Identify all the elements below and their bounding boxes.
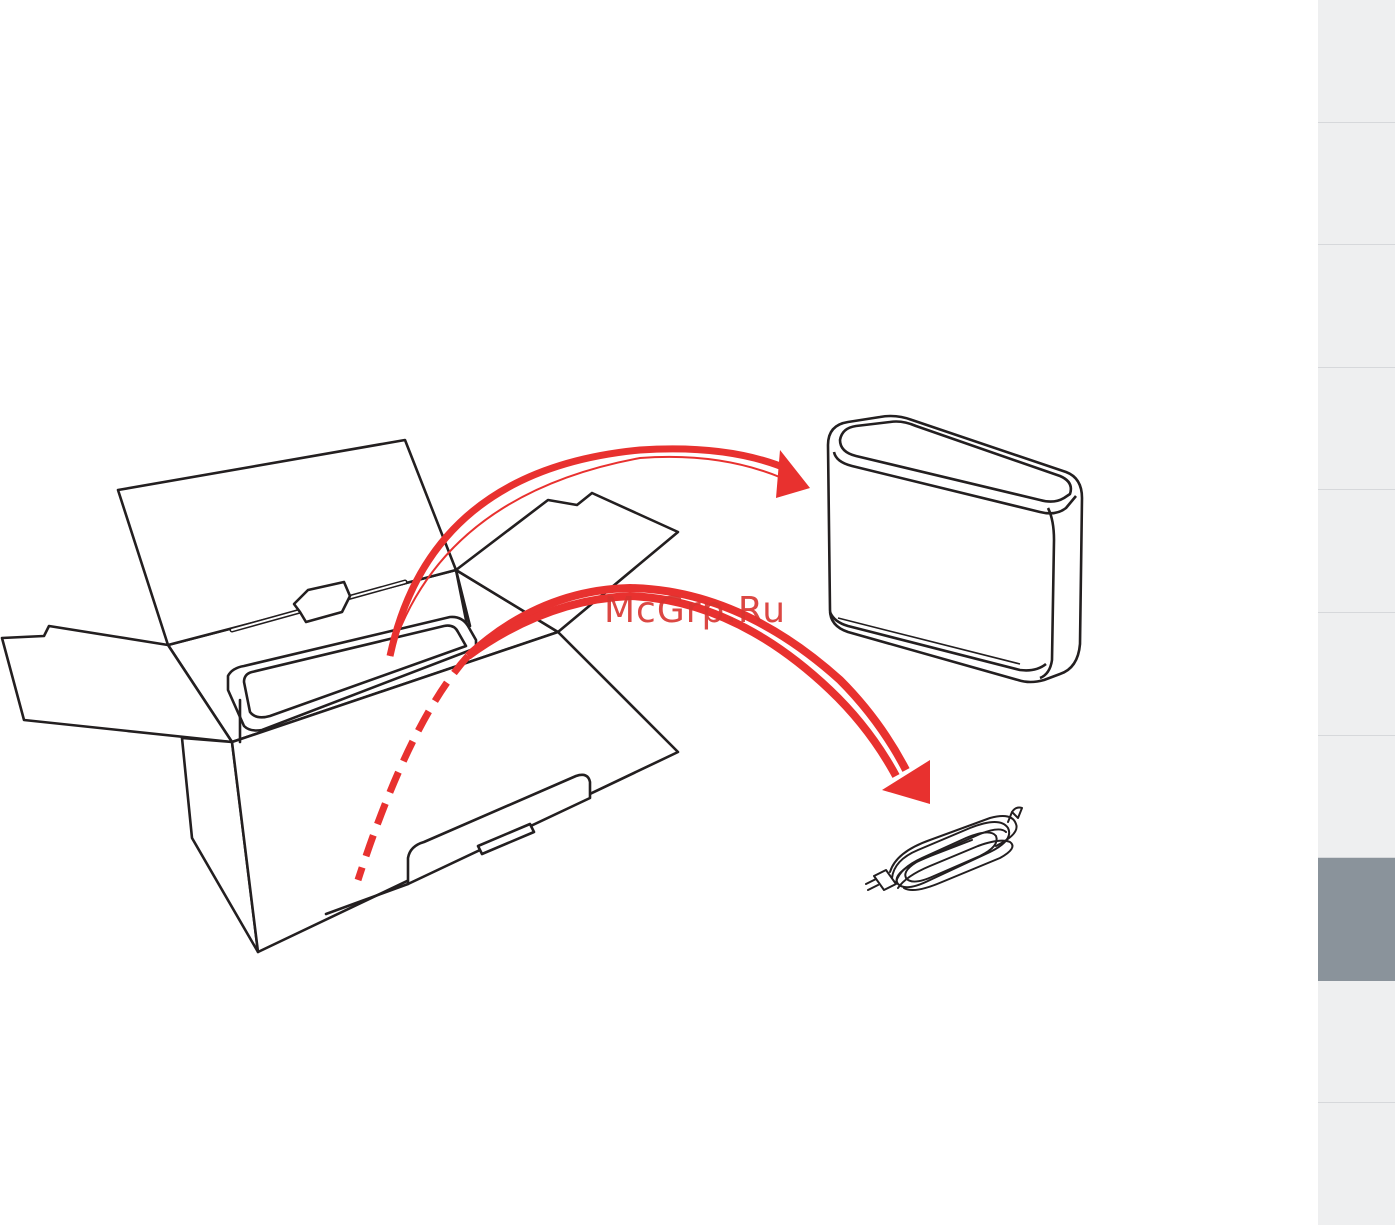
power-cord-icon — [866, 808, 1022, 891]
chapter-tab[interactable] — [1318, 368, 1395, 491]
chapter-tab-active[interactable] — [1318, 858, 1395, 981]
chapter-tab[interactable] — [1318, 981, 1395, 1104]
chapter-tab[interactable] — [1318, 613, 1395, 736]
chapter-tab[interactable] — [1318, 490, 1395, 613]
chapter-tabs — [1318, 0, 1395, 1225]
chapter-tab[interactable] — [1318, 123, 1395, 246]
speaker-icon — [828, 416, 1082, 682]
chapter-tab[interactable] — [1318, 0, 1395, 123]
watermark-text: McGrp.Ru — [604, 590, 786, 631]
chapter-tab[interactable] — [1318, 1103, 1395, 1225]
chapter-tab[interactable] — [1318, 245, 1395, 368]
chapter-tab[interactable] — [1318, 736, 1395, 859]
box-icon — [2, 440, 678, 952]
